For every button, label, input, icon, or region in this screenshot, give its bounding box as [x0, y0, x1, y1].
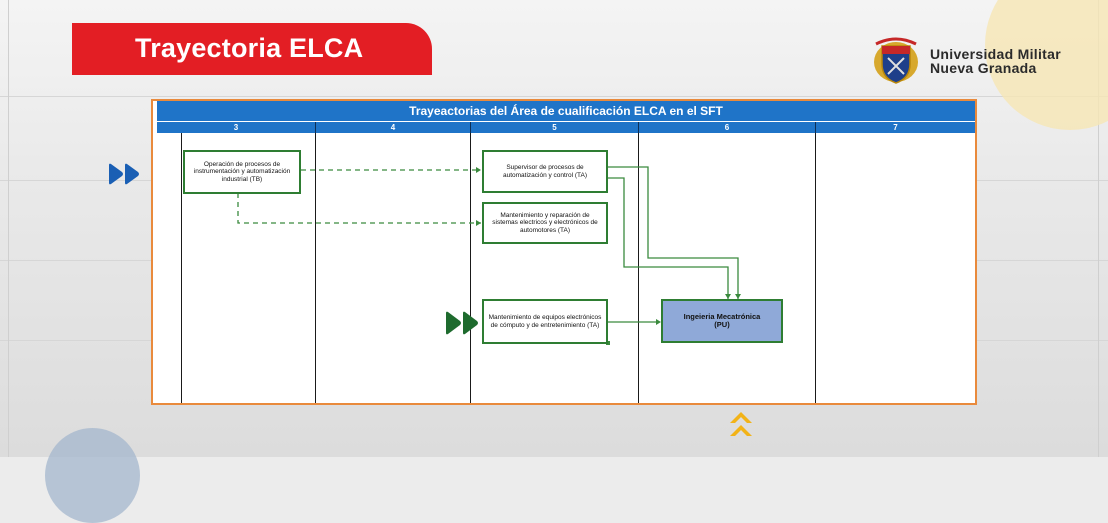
university-name-line1: Universidad Militar: [930, 46, 1061, 62]
column-header-7: 7: [893, 123, 898, 132]
box-operacion-procesos: Operación de procesos de instrumentación…: [183, 150, 301, 194]
double-play-icon: [109, 163, 139, 185]
lane-divider: [181, 133, 182, 403]
background-frame-right: [1098, 0, 1099, 457]
diagram-frame: [151, 99, 977, 405]
university-shield-icon: [874, 37, 918, 84]
box-supervisor-procesos: Supervisor de procesos de automatización…: [482, 150, 608, 193]
column-header-bar: 3 4 5 6 7: [157, 122, 975, 133]
title-banner: [72, 23, 432, 75]
chevron-up-icon: [730, 412, 752, 436]
lane-divider: [638, 133, 639, 403]
target-label-line2: (PU): [714, 320, 730, 329]
slide-title: Trayectoria ELCA: [135, 33, 364, 63]
double-play-icon: [446, 311, 478, 335]
column-header-6: 6: [639, 122, 816, 133]
university-name: Universidad Militar Nueva Granada: [930, 47, 1061, 75]
lane-divider: [815, 133, 816, 403]
box-mantenimiento-sistemas: Mantenimiento y reparación de sistemas e…: [482, 202, 608, 244]
background-frame-left: [8, 0, 9, 457]
target-label-line1: Ingeieria Mecatrónica: [683, 312, 761, 321]
box-ingenieria-mecatronica: Ingeieria Mecatrónica (PU): [661, 299, 783, 343]
box-mantenimiento-equipos: Mantenimiento de equipos electrónicos de…: [482, 299, 608, 344]
university-name-line2: Nueva Granada: [930, 60, 1037, 76]
decorative-blue-circle: [45, 428, 140, 523]
background-line: [0, 96, 1108, 97]
column-header-3: 3: [157, 122, 316, 133]
lane-divider: [470, 133, 471, 403]
lane-divider: [315, 133, 316, 403]
column-header-4: 4: [316, 122, 471, 133]
column-header-5: 5: [471, 122, 639, 133]
diagram-header: Trayeactorias del Área de cualificación …: [157, 101, 975, 121]
